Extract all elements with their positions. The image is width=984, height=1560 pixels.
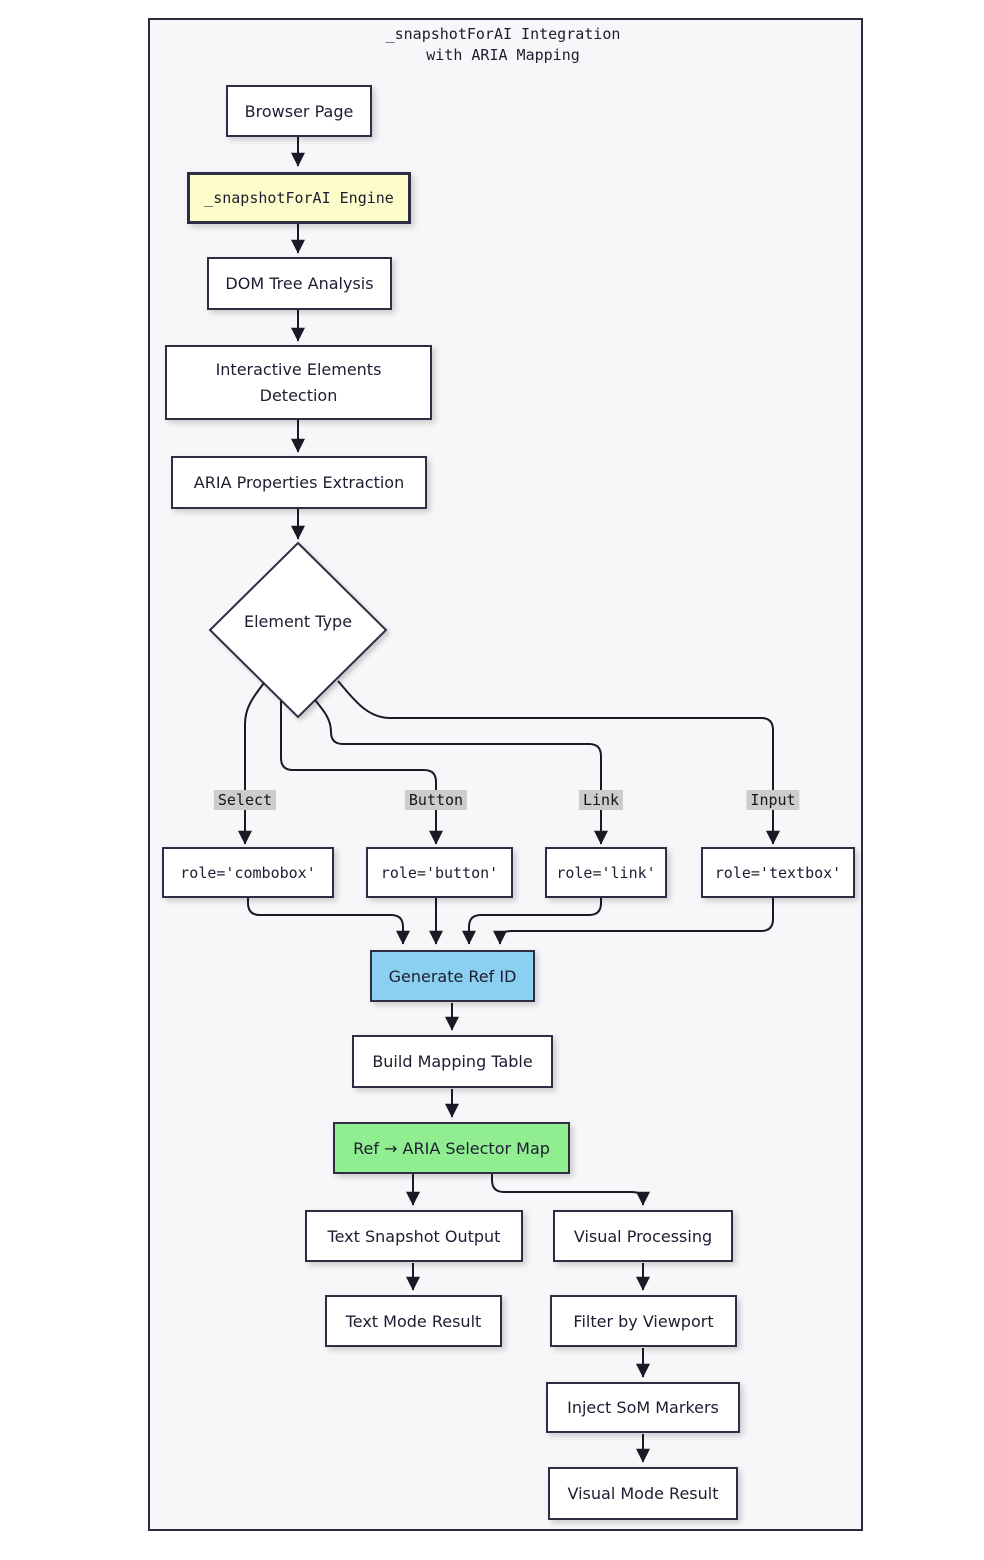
- node-build-mapping-table: Build Mapping Table: [352, 1035, 553, 1088]
- node-interactive-elements-detection-label: Interactive Elements Detection: [215, 359, 382, 405]
- node-inject-som-markers: Inject SoM Markers: [546, 1382, 740, 1433]
- node-text-mode-result: Text Mode Result: [325, 1295, 502, 1347]
- edge-elementtype-select: [238, 682, 265, 845]
- node-snapshotforai-engine: _snapshotForAI Engine: [187, 172, 411, 224]
- edge-label-link: Link: [578, 790, 624, 810]
- diagram-title: _snapshotForAI Integration with ARIA Map…: [386, 24, 621, 66]
- edge-elementtype-input: [337, 680, 780, 845]
- node-browser-page: Browser Page: [226, 85, 372, 137]
- edge-elementtype-button: [280, 701, 443, 845]
- node-ref-aria-selector-map: Ref → ARIA Selector Map: [333, 1122, 570, 1174]
- edge-selectormap-to-visualprocessing: [491, 1174, 650, 1206]
- node-role-link: role='link': [545, 847, 667, 898]
- node-generate-ref-id: Generate Ref ID: [370, 950, 535, 1002]
- edge-label-input: Input: [746, 790, 800, 810]
- edge-label-button: Button: [404, 790, 468, 810]
- edge-link-to-generate: [462, 898, 602, 945]
- diagram-title-line1: _snapshotForAI Integration: [385, 25, 621, 43]
- edge-textbox-to-generate: [493, 898, 774, 945]
- node-dom-tree-analysis: DOM Tree Analysis: [207, 257, 392, 310]
- node-aria-properties-extraction: ARIA Properties Extraction: [171, 456, 427, 509]
- node-visual-processing: Visual Processing: [553, 1210, 733, 1262]
- node-text-snapshot-output: Text Snapshot Output: [305, 1210, 523, 1262]
- node-element-type-label: Element Type: [243, 612, 353, 631]
- element-type-diamond: [208, 541, 388, 719]
- edge-elementtype-link: [314, 699, 608, 845]
- node-interactive-elements-detection: Interactive Elements Detection: [165, 345, 432, 420]
- node-visual-mode-result: Visual Mode Result: [548, 1467, 738, 1520]
- diagram-title-line2: with ARIA Mapping: [426, 46, 580, 64]
- edge-combobox-to-generate: [247, 898, 410, 945]
- node-role-combobox: role='combobox': [162, 847, 334, 898]
- edge-label-select: Select: [213, 790, 277, 810]
- node-role-button: role='button': [366, 847, 513, 898]
- node-role-textbox: role='textbox': [701, 847, 855, 898]
- node-filter-by-viewport: Filter by Viewport: [550, 1295, 737, 1347]
